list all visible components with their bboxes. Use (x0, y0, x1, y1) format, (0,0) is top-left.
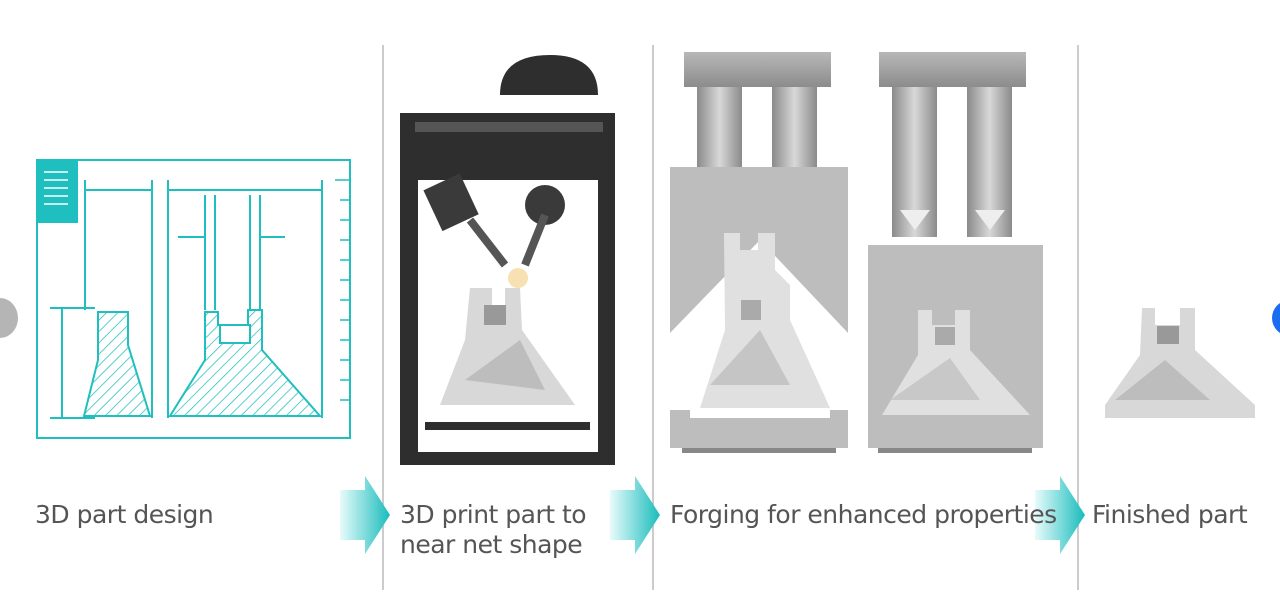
arrow-icon (1035, 476, 1085, 554)
carousel-next-button[interactable] (1272, 300, 1280, 336)
forging-press-illustration (670, 52, 1043, 453)
step-label-print-line2: near net shape (400, 530, 583, 559)
step-label-design: 3D part design (35, 500, 214, 529)
arrow-icon (340, 476, 390, 554)
dividers (382, 45, 1079, 590)
3d-printer-illustration (400, 55, 615, 465)
step-label-print-line1: 3D print part to (400, 500, 587, 529)
step-label-finished: Finished part (1092, 500, 1248, 529)
carousel-prev-button[interactable] (0, 298, 18, 338)
step-arrows (340, 476, 1085, 554)
blueprint-illustration (36, 159, 351, 439)
step-label-forging: Forging for enhanced properties (670, 500, 1057, 529)
step-label-print: 3D print part to near net shape (400, 500, 587, 560)
arrow-icon (610, 476, 660, 554)
finished-part-illustration (1105, 308, 1255, 418)
